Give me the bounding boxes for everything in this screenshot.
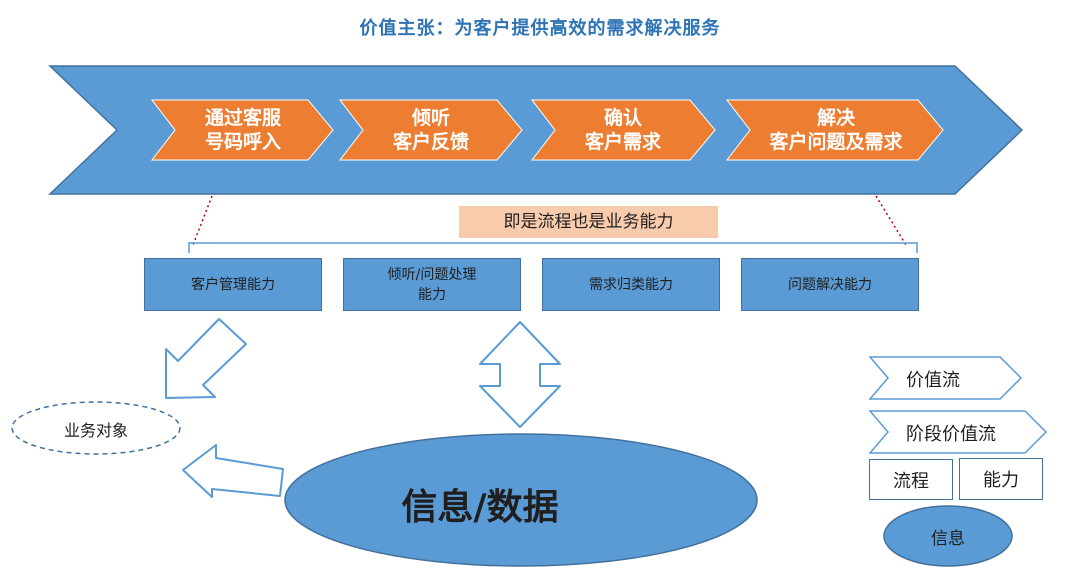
stage-arrow-4 [725, 99, 944, 161]
information-data-ellipse [284, 433, 758, 567]
double-arrow-capability-data [479, 321, 561, 428]
page-title: 价值主张：为客户提供高效的需求解决服务 [359, 18, 721, 39]
legend-capability-box: 能力 [959, 458, 1043, 500]
legend-value-stream-label: 价值流 [906, 370, 960, 391]
stage-label-3: 确认客户需求 [584, 107, 661, 153]
legend-information-label: 信息 [931, 529, 965, 549]
stage-label-1: 通过客服号码呼入 [204, 107, 281, 153]
capability-demand-classification: 需求归类能力 [542, 258, 720, 311]
capability-listening-handling: 倾听/问题处理能力 [343, 258, 521, 311]
stage-label-2: 倾听客户反馈 [392, 107, 469, 153]
legend-stage-value-stream-shape [868, 410, 1048, 454]
legend-stage-value-stream-label: 阶段价值流 [906, 424, 996, 445]
legend-process-box: 流程 [869, 459, 953, 500]
stage-label-4: 解决客户问题及需求 [769, 107, 903, 153]
stage-arrow-1 [150, 99, 334, 161]
summary-banner: 即是流程也是业务能力 [459, 206, 718, 238]
capability-customer-management: 客户管理能力 [144, 258, 322, 311]
stage-arrow-2 [338, 99, 523, 161]
value-stream-chevron [48, 65, 1024, 195]
arrow-to-business-object [165, 318, 247, 399]
capability-bracket [188, 242, 918, 253]
business-object-label: 业务对象 [63, 421, 128, 440]
legend-value-stream-shape [868, 356, 1023, 400]
stage-arrow-3 [530, 99, 716, 161]
dotted-connector-right [875, 195, 907, 246]
dotted-connector-left [192, 195, 213, 246]
legend-information-oval [883, 505, 1013, 567]
business-object-oval [11, 401, 181, 455]
information-data-label: 信息/数据 [401, 487, 559, 528]
capability-problem-solving: 问题解决能力 [741, 258, 919, 311]
arrow-data-to-business-object [182, 444, 284, 498]
